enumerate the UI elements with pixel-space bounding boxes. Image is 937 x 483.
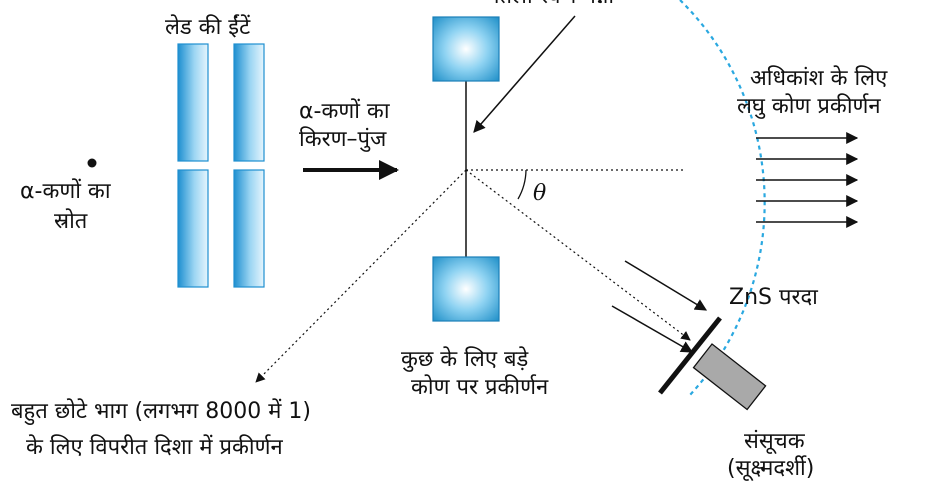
large-angle-label-line1: कुछ के लिए बड़े	[401, 347, 529, 372]
beam-label-line2: किरण–पुंज	[299, 127, 387, 152]
source-label-line1: α-कणों का	[20, 179, 111, 204]
theta-label: θ	[533, 181, 547, 206]
zns-screen-label: ZnS परदा	[729, 285, 818, 310]
holder-block-top	[432, 16, 500, 82]
theta-arc	[517, 169, 527, 200]
foil-pointer-arrow	[473, 15, 576, 133]
zns-screen	[658, 316, 722, 395]
beam-label-line1: α-कणों का	[299, 99, 390, 124]
detector-label-line2: (सूक्ष्मदर्शी)	[727, 456, 815, 481]
detector-label-line1: संसूचक	[744, 429, 805, 454]
alpha-source-dot	[87, 158, 97, 168]
source-label-line2: स्रोत	[54, 209, 88, 234]
small-angle-arrows	[756, 132, 859, 228]
lead-brick	[233, 43, 265, 162]
lead-brick	[177, 169, 209, 288]
large-angle-label-line2: कोण पर प्रकीर्णन	[411, 375, 549, 400]
detector-arrow	[611, 305, 694, 353]
foil-holder	[432, 16, 500, 322]
holder-block-bottom	[432, 256, 500, 322]
scatter-dotted-line	[465, 169, 691, 341]
backscatter-label-line2: के लिए विपरीत दिशा में प्रकीर्णन	[26, 435, 283, 460]
detector-microscope	[692, 343, 767, 411]
dashed-circle-screen	[679, 0, 766, 396]
lead-bricks-label: लेड की ईंटें	[165, 15, 251, 40]
small-angle-label-line1: अधिकांश के लिए	[750, 66, 888, 91]
small-angle-label-line2: लघु कोण प्रकीर्णन	[737, 94, 881, 119]
lead-brick	[177, 43, 209, 162]
foil-label: पतली स्वर्ण पन्नी	[487, 0, 614, 11]
lead-bricks	[177, 43, 265, 288]
lead-brick	[233, 169, 265, 288]
detector-arrow	[624, 260, 708, 311]
backscatter-label-line1: बहुत छोटे भाग (लगभग 8000 में 1)	[11, 399, 311, 424]
